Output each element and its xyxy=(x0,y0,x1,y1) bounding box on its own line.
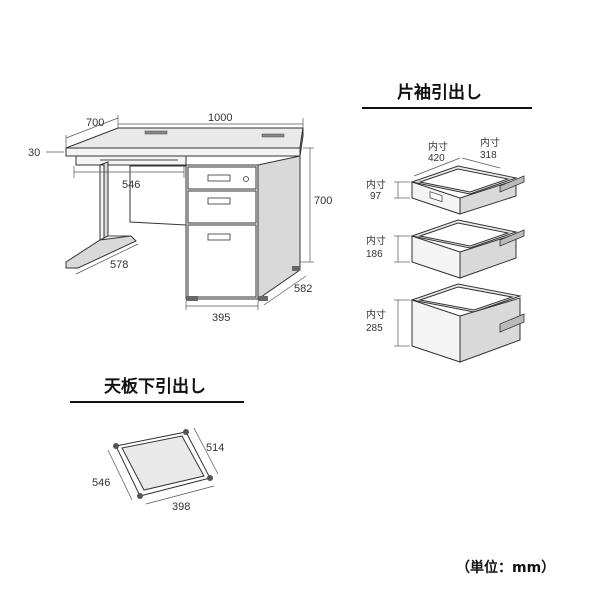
left-leg-front xyxy=(99,164,105,241)
desk-dimensions: 700 1000 30 700 546 578 395 582 xyxy=(28,112,332,324)
side-drawer-medium: 内寸 186 xyxy=(366,219,525,279)
inner-height-3-value: 285 xyxy=(366,323,383,334)
pedestal-drawer-2 xyxy=(187,190,257,224)
desk-height-label: 700 xyxy=(314,195,332,207)
desk-top-front-edge xyxy=(65,147,301,157)
inner-height-1-value: 97 xyxy=(370,191,382,202)
side-drawer-large: 内寸 285 xyxy=(366,283,525,363)
side-drawers-heading: 片袖引出し xyxy=(397,82,482,103)
top-drawer-section: 天板下引出し 514 546 398 xyxy=(70,376,244,513)
inner-height-2-caption: 内寸 xyxy=(366,234,386,247)
side-drawer-small: 内寸 97 xyxy=(366,165,525,215)
desk-leg-depth-label: 578 xyxy=(110,259,128,271)
top-drawer-width-side-label: 398 xyxy=(172,501,190,513)
inner-height-3-caption: 内寸 xyxy=(366,308,386,321)
inner-width-caption: 内寸 xyxy=(428,140,448,153)
desk-depth-label: 700 xyxy=(86,117,104,129)
top-drawer-width-front-label: 546 xyxy=(92,477,110,489)
desk-top xyxy=(65,127,304,149)
drawer-2-handle xyxy=(207,197,231,205)
drawer-1-handle xyxy=(207,174,231,182)
inner-width-value: 420 xyxy=(428,153,445,164)
drawer-lock xyxy=(243,176,249,182)
tray-corner-3 xyxy=(207,475,213,481)
drawer-3-handle xyxy=(207,233,231,241)
top-drawer-depth-label: 514 xyxy=(206,442,224,454)
desk-top-thickness-label: 30 xyxy=(28,147,40,159)
desk-center-width-label: 546 xyxy=(122,179,140,191)
pedestal-foot-right xyxy=(258,296,268,301)
tray-corner-1 xyxy=(113,443,119,449)
inner-height-1-caption: 内寸 xyxy=(366,178,386,191)
side-drawers-section: 片袖引出し 内寸 420 内寸 318 内寸 97 xyxy=(362,82,532,363)
unit-note: （単位：mm） xyxy=(456,559,555,576)
tray-corner-2 xyxy=(183,429,189,435)
desk-drawing xyxy=(65,127,304,301)
top-drawer-heading: 天板下引出し xyxy=(104,376,206,397)
pedestal-foot-back xyxy=(292,266,300,271)
pedestal-drawer-3 xyxy=(187,224,257,298)
desk-inner-panel xyxy=(129,165,187,226)
cable-slot-right xyxy=(261,133,285,138)
pedestal-foot-left xyxy=(186,296,198,301)
desk-width-label: 1000 xyxy=(208,112,232,124)
pedestal-depth-label: 582 xyxy=(294,283,312,295)
cable-slot-left xyxy=(144,130,168,135)
top-drawer-tray-inner xyxy=(121,435,205,491)
pedestal-width-label: 395 xyxy=(212,312,230,324)
inner-depth-caption: 内寸 xyxy=(480,136,500,149)
pedestal-side xyxy=(257,155,301,300)
center-frame xyxy=(75,155,187,166)
inner-height-2-value: 186 xyxy=(366,249,383,260)
inner-depth-value: 318 xyxy=(480,150,497,161)
tray-corner-4 xyxy=(137,493,143,499)
desk-top-side-edge xyxy=(299,127,304,157)
